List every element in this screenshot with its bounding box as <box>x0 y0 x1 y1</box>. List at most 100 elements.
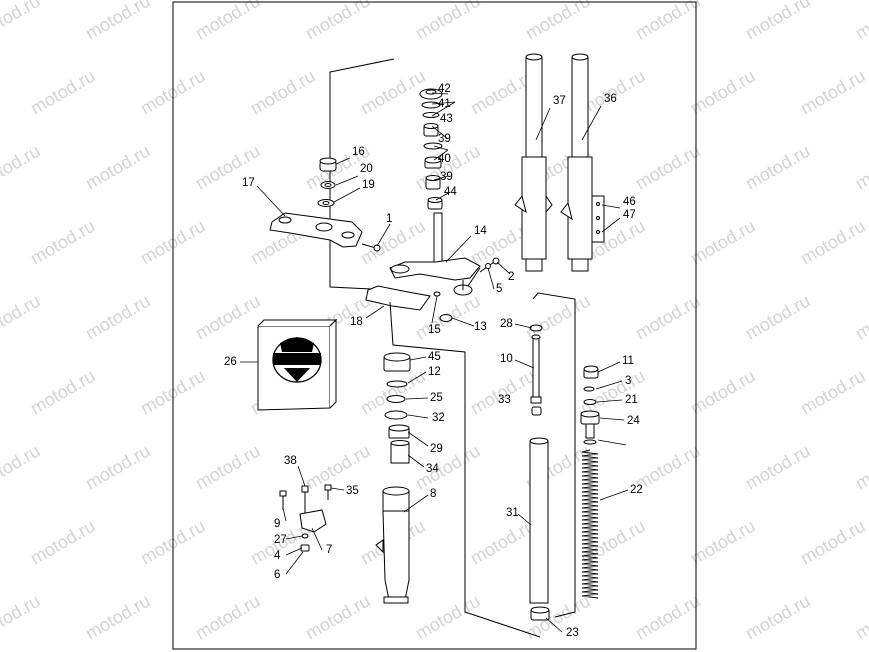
leader-line <box>451 317 475 327</box>
watermark-text: motod.ru <box>742 141 814 194</box>
leader-line <box>330 487 345 491</box>
callout-39: 39 <box>438 133 451 145</box>
watermark-text: motod.ru <box>852 0 869 43</box>
leader-line <box>601 204 621 209</box>
callout-18: 18 <box>350 316 363 328</box>
leader-line <box>431 101 456 117</box>
leader-line <box>535 107 551 141</box>
leader-line <box>514 323 533 329</box>
leader-line <box>285 535 303 540</box>
watermark-text: motod.ru <box>27 66 99 119</box>
callout-47: 47 <box>623 209 636 221</box>
watermark-text: motod.ru <box>27 516 99 569</box>
callout-40: 40 <box>438 153 451 165</box>
leader-line <box>599 417 625 421</box>
leader-line <box>597 439 627 446</box>
callout-22: 22 <box>630 484 643 496</box>
watermark-text: motod.ru <box>192 291 264 344</box>
callout-37: 37 <box>553 95 566 107</box>
leader-line <box>596 399 623 403</box>
callout-31: 31 <box>506 507 519 519</box>
callout-16: 16 <box>352 146 365 158</box>
watermark-text: motod.ru <box>0 0 44 43</box>
watermark-text: motod.ru <box>27 216 99 269</box>
leader-line <box>333 187 361 203</box>
watermark-text: motod.ru <box>687 66 759 119</box>
seal-stack <box>383 352 411 464</box>
watermark-text: motod.ru <box>357 366 429 419</box>
fork-spring <box>581 449 599 599</box>
watermark-text: motod.ru <box>0 291 44 344</box>
leader-line <box>601 217 621 233</box>
callout-8: 8 <box>430 488 436 500</box>
leader-line <box>487 267 495 290</box>
watermark-text: motod.ru <box>247 66 319 119</box>
callout-14: 14 <box>474 225 487 237</box>
callout-24: 24 <box>627 415 640 427</box>
fork-cap-stack <box>580 365 600 445</box>
callout-2: 2 <box>508 271 514 283</box>
callout-13: 13 <box>474 321 487 333</box>
watermark-text: motod.ru <box>797 66 869 119</box>
callout-10: 10 <box>500 353 513 365</box>
watermark-text: motod.ru <box>192 441 264 494</box>
leader-line <box>514 359 535 369</box>
lower-fork-slider <box>375 486 410 604</box>
watermark-text: motod.ru <box>742 441 814 494</box>
callout-11: 11 <box>622 355 634 367</box>
fork-tube <box>529 437 550 621</box>
callout-15: 15 <box>428 324 441 336</box>
diagram-frame <box>172 1 697 650</box>
callout-4: 4 <box>274 550 281 562</box>
leader-line <box>595 380 623 390</box>
watermark-text: motod.ru <box>302 0 374 43</box>
watermark-text: motod.ru <box>357 216 429 269</box>
leader-line <box>445 235 472 263</box>
callout-46: 46 <box>623 196 636 208</box>
callout-36: 36 <box>604 93 617 105</box>
watermark-text: motod.ru <box>687 516 759 569</box>
leader-line <box>335 175 359 186</box>
watermark-text: motod.ru <box>357 66 429 119</box>
watermark-text: motod.ru <box>82 0 154 43</box>
watermark-text: motod.ru <box>522 0 594 43</box>
watermark-text: motod.ru <box>852 291 869 344</box>
watermark-text: motod.ru <box>302 441 374 494</box>
upper-triple-clamp-group <box>269 58 395 291</box>
callout-34: 34 <box>426 463 439 475</box>
damper-rod <box>529 324 543 416</box>
callout-25: 25 <box>430 392 443 404</box>
callout-33: 33 <box>498 394 511 406</box>
callout-9: 9 <box>274 518 280 530</box>
leader-line <box>403 494 429 513</box>
watermark-text: motod.ru <box>467 516 539 569</box>
callout-19: 19 <box>362 179 375 191</box>
leader-line <box>311 527 323 551</box>
watermark-text: motod.ru <box>632 141 704 194</box>
watermark-text: motod.ru <box>687 366 759 419</box>
watermark-text: motod.ru <box>467 366 539 419</box>
callout-41: 41 <box>438 98 451 110</box>
leader-line <box>409 356 427 361</box>
watermark-text: motod.ru <box>687 216 759 269</box>
watermark-text: motod.ru <box>82 591 154 644</box>
watermark-text: motod.ru <box>302 591 374 644</box>
leader-line <box>433 175 449 181</box>
callout-29: 29 <box>430 443 443 455</box>
nameplate-badge <box>257 318 338 411</box>
callout-26: 26 <box>224 356 237 368</box>
callout-44: 44 <box>444 186 457 198</box>
watermark-text: motod.ru <box>742 291 814 344</box>
leader-line <box>581 105 602 141</box>
leader-line <box>335 157 351 165</box>
leader-line <box>433 149 449 161</box>
leader-line <box>376 223 391 247</box>
callout-6: 6 <box>274 569 280 581</box>
leader-line <box>431 92 449 95</box>
leader-line <box>407 371 427 384</box>
watermark-text: motod.ru <box>852 591 869 644</box>
leader-line <box>599 489 629 501</box>
callout-5: 5 <box>496 283 502 295</box>
leader-line <box>256 185 286 217</box>
